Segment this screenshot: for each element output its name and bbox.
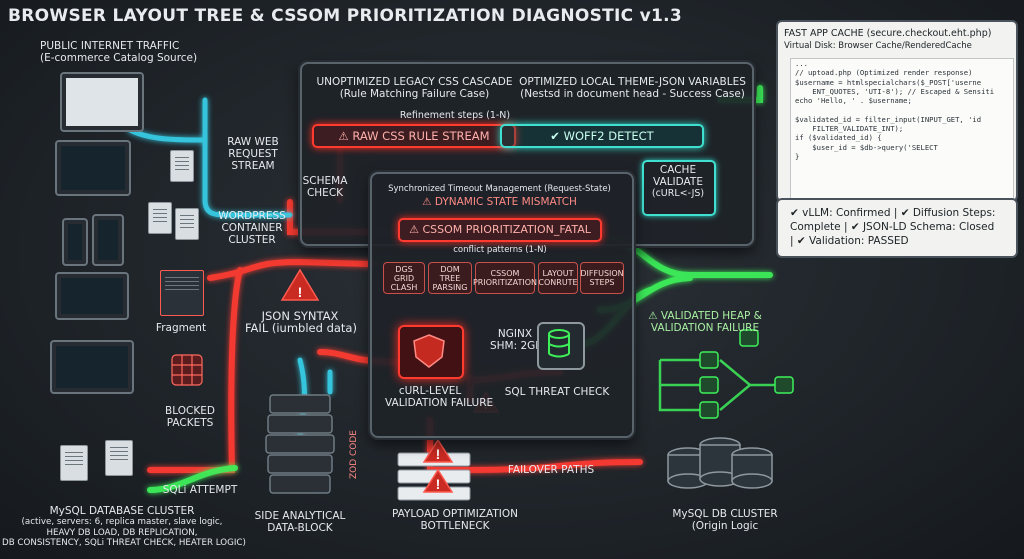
code-line: } [791,152,1013,161]
woff2-bar: ✔ WOFF2 DETECT [500,124,704,148]
db-document-icon [60,445,88,481]
validation-nodes [700,330,793,418]
laptop-screen [55,140,131,196]
warning-glyph: ! [298,284,303,300]
warning-glyph: ! [436,446,441,462]
heap-fail-label: ⚠ VALIDATED HEAP &VALIDATION FAILURE [640,310,770,334]
code-line: $user_id = $db->query('SELECT [791,143,1013,152]
side-vertical-label: ZOD CODE [348,430,362,479]
code-line [791,105,1013,114]
mysql-cluster-label: MySQL DATABASE CLUSTER (active, servers:… [2,505,242,549]
legacy-title: UNOPTIMIZED LEGACY CSS CASCADE(Rule Matc… [302,76,527,100]
validation-status: ✔ vLLM: Confirmed | ✔ Diffusion Steps: C… [778,200,1016,256]
document-icon [175,208,199,240]
cache-subtitle: Virtual Disk: Browser Cache/RenderedCach… [784,41,972,51]
code-listing: ...// uptoad.php (Optimized render respo… [790,58,1014,200]
document-icon [148,202,172,234]
timeout-label: Synchronized Timeout Management (Request… [372,183,627,195]
code-line: FILTER_VALIDATE_INT); [791,124,1013,133]
document-icon [170,150,194,182]
cache-title: FAST APP CACHE (secure.checkout.eht.php) [784,28,991,39]
failover-label: FAILOVER PATHS [506,464,596,476]
status-line: ✔ vLLM: Confirmed | ✔ Diffusion Steps: [790,206,1010,220]
public-traffic-label: PUBLIC INTERNET TRAFFIC (E-commerce Cata… [40,40,170,64]
mysql-db-stack [668,438,772,488]
refinement-label: Refinement steps (1-N) [380,110,530,122]
database-icon [537,322,585,370]
side-data-block [266,395,334,493]
code-line: echo 'Hello, ' . $username; [791,96,1013,105]
sqli-attempt-label: SQLi ATTEMPT [160,484,240,496]
sql-threat-label: SQL THREAT CHECK [502,386,612,398]
laptop-screen-2 [50,340,134,394]
code-monitor [55,272,129,320]
tablet-device [92,214,124,266]
mysql-db-label: MySQL DB CLUSTER(Origin Logic [655,508,795,532]
db-document-icon [105,440,133,476]
diagram-title: BROWSER LAYOUT TREE & CSSOM PRIORITIZATI… [8,6,682,26]
fragment-icon [160,270,204,316]
fast-app-cache-window: FAST APP CACHE (secure.checkout.eht.php)… [778,22,1016,200]
code-line: ENT_QUOTES, 'UTI-8'); // Escaped & Sensi… [791,87,1013,96]
warning-glyph: ! [436,476,441,492]
phone-device [62,218,88,266]
status-line: Complete | ✔ JSON-LD Schema: Closed [790,220,1010,234]
code-line: $username = htmlspecialchars($_POST['use… [791,78,1013,87]
shield-icon [398,325,464,379]
conflict-label: conflict patterns (1-N) [420,244,580,256]
code-line: if ($validated_id) { [791,133,1013,142]
code-line: ... [791,59,1013,68]
code-line: $validated_id = filter_input(INPUT_GET, … [791,115,1013,124]
raw-css-bar: ⚠ RAW CSS RULE STREAM [312,124,516,148]
cssom-fatal-bar: ⚠ CSSOM PRIORITIZATION_FATAL [398,218,602,242]
mismatch-label: ⚠ DYNAMIC STATE MISMATCH [372,196,627,208]
code-line: // uptoad.php (Optimized render response… [791,68,1013,77]
blocked-packets-cube [172,355,202,385]
catalog-screen [60,72,144,132]
validation-tree [660,360,780,410]
optimized-title: OPTIMIZED LOCAL THEME-JSON VARIABLES(Nes… [515,76,750,100]
fragment-label: Fragment [146,322,216,334]
status-line: | ✔ Validation: PASSED [790,234,1010,248]
